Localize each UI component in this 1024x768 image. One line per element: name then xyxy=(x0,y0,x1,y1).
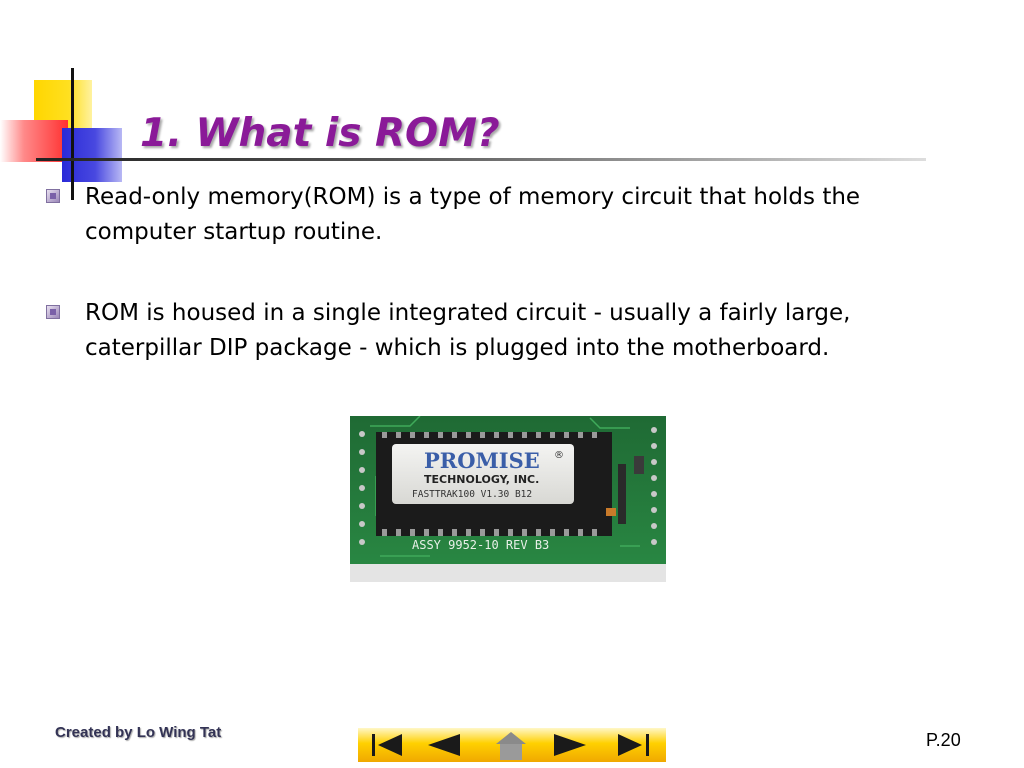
chip-firmware: FASTTRAK100 V1.30 B12 xyxy=(412,489,532,500)
next-slide-icon xyxy=(554,734,586,756)
bullet-item: ROM is housed in a single integrated cir… xyxy=(46,296,946,366)
chip-brand: PROMISE xyxy=(424,448,540,473)
chip-registered-mark: ® xyxy=(554,450,564,461)
first-slide-icon xyxy=(372,734,402,756)
bullet-text: ROM is housed in a single integrated cir… xyxy=(85,300,851,361)
bullet-item: Read-only memory(ROM) is a type of memor… xyxy=(46,180,946,250)
home-icon xyxy=(496,732,526,760)
chip-company: TECHNOLOGY, INC. xyxy=(424,473,539,486)
bullet-icon xyxy=(46,305,60,319)
last-slide-icon xyxy=(618,734,649,756)
title-underline xyxy=(36,158,926,161)
last-slide-button[interactable] xyxy=(592,728,666,762)
board-marking: ASSY 9952-10 REV B3 xyxy=(412,538,549,552)
slide-navigation xyxy=(358,728,666,762)
author-credit: Created by Lo Wing Tat xyxy=(55,724,222,741)
previous-slide-icon xyxy=(428,734,460,756)
bullet-icon xyxy=(46,189,60,203)
decorative-red-square xyxy=(0,120,68,162)
bullet-text: Read-only memory(ROM) is a type of memor… xyxy=(85,184,861,245)
slide-title: 1. What is ROM? xyxy=(140,111,500,156)
decorative-vertical-line xyxy=(71,68,74,200)
rom-chip-photo: PROMISE ® TECHNOLOGY, INC. FASTTRAK100 V… xyxy=(350,416,666,582)
page-number: P.20 xyxy=(926,730,961,750)
